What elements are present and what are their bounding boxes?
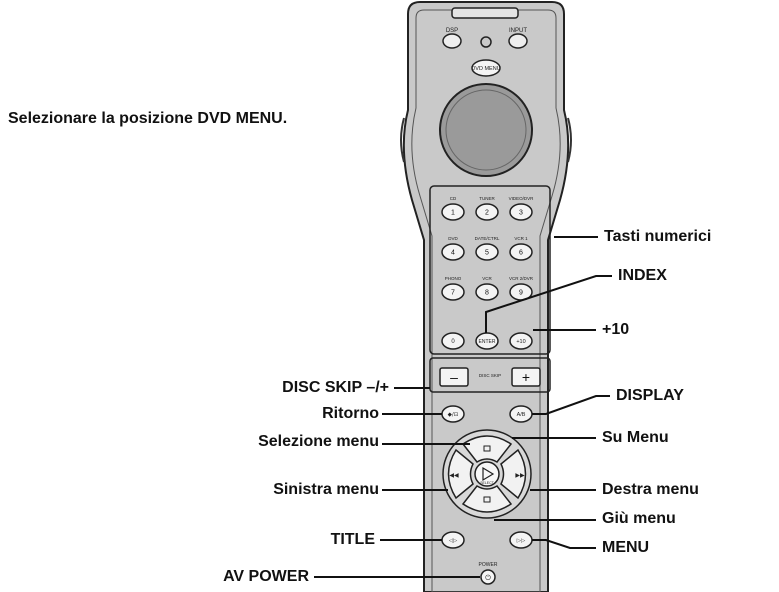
numeric-key-caption: DVD	[448, 236, 458, 241]
numeric-key-caption: DATE/CTRL	[475, 236, 500, 241]
callout-plus10: +10	[602, 321, 630, 338]
numeric-key-1[interactable]	[441, 203, 465, 221]
callout-right-menu: Destra menu	[602, 481, 699, 498]
left-menu-button[interactable]	[447, 448, 474, 500]
down-menu-button[interactable]	[461, 485, 513, 513]
callout-down-menu: Giù menu	[602, 510, 676, 527]
numeric-key-label: 5	[485, 250, 489, 257]
numeric-key-6[interactable]	[509, 243, 533, 261]
numeric-key-caption: VCR	[482, 276, 492, 281]
callout-menu: MENU	[602, 539, 650, 556]
title-key-label: ◁▷	[449, 538, 458, 544]
select-label: SELECT	[480, 481, 494, 485]
dsp-button[interactable]	[442, 33, 462, 49]
return-key-label: ◆/⊡	[448, 412, 459, 418]
navigation-pad: SELECT ◀◀ ▶▶	[442, 429, 532, 519]
numeric-keypad-panel	[429, 185, 551, 355]
right-menu-button[interactable]	[500, 448, 527, 500]
numeric-key-caption: VCR 2/DVR	[509, 276, 534, 281]
power-label: POWER	[479, 562, 498, 568]
display-key-label: A/B	[517, 412, 526, 418]
up-menu-button[interactable]	[461, 435, 513, 463]
zero-key[interactable]	[441, 332, 465, 350]
numeric-key-8[interactable]	[475, 283, 499, 301]
numeric-key-caption: CD	[450, 196, 457, 201]
leader-lines	[314, 236, 612, 578]
numeric-key-2[interactable]	[475, 203, 499, 221]
disc-skip-minus-button[interactable]	[439, 367, 469, 387]
enter-key-label: ENTER	[479, 339, 496, 345]
disc-skip-plus-button[interactable]	[511, 367, 541, 387]
disc-skip-panel	[429, 357, 551, 393]
numeric-key-3[interactable]	[509, 203, 533, 221]
av-power-button[interactable]	[480, 569, 496, 585]
down-icon	[483, 496, 491, 503]
callout-left-menu: Sinistra menu	[273, 481, 379, 498]
leader-display	[532, 395, 610, 415]
numeric-key-label: 9	[519, 290, 523, 297]
numeric-key-caption: VCR 1	[514, 236, 528, 241]
plus10-key[interactable]	[509, 332, 533, 350]
leader-index	[485, 275, 612, 333]
setup-icon[interactable]	[480, 36, 492, 48]
instruction-text: Selezionare la posizione DVD MENU.	[8, 110, 288, 127]
numeric-key-label: 4	[451, 250, 455, 257]
dsp-label: DSP	[446, 28, 458, 34]
numeric-key-label: 8	[485, 290, 489, 297]
dvd-menu-label: DVD MENU	[471, 66, 500, 72]
jog-dial[interactable]	[439, 83, 533, 177]
disc-skip-label: DISC SKIP	[479, 373, 501, 378]
menu-key-label: ▷▷	[517, 538, 526, 544]
plus10-key-label: +10	[516, 339, 525, 345]
disc-skip-plus-label: +	[522, 369, 530, 385]
numeric-key-label: 6	[519, 250, 523, 257]
numeric-key-caption: PHONO	[445, 276, 462, 281]
play-icon	[482, 466, 495, 482]
numeric-key-5[interactable]	[475, 243, 499, 261]
remote-control: DSP INPUT DVD MENU CD 1 TUNER 2 VIDEO/DVR 3DV…	[400, 1, 572, 592]
keypad-bottom-row: 0 ENTER +10	[441, 332, 533, 350]
callout-return: Ritorno	[322, 405, 379, 422]
callout-select-menu: Selezione menu	[258, 433, 379, 450]
numeric-key-label: 3	[519, 210, 523, 217]
numeric-key-label: 7	[451, 290, 455, 297]
disc-skip-minus-label: –	[450, 369, 458, 385]
dvd-menu-button[interactable]	[471, 59, 501, 77]
ir-window	[451, 7, 519, 19]
callout-disc-skip: DISC SKIP –/+	[282, 379, 389, 396]
zero-key-label: 0	[451, 339, 455, 345]
callout-title: TITLE	[330, 531, 375, 548]
input-label: INPUT	[509, 28, 527, 34]
callout-index: INDEX	[618, 267, 667, 284]
leader-menu	[532, 539, 596, 549]
numeric-key-label: 1	[451, 210, 455, 217]
numeric-key-label: 2	[485, 210, 489, 217]
power-icon: ⏻	[485, 574, 491, 582]
up-icon	[483, 445, 491, 452]
callout-up-menu: Su Menu	[602, 429, 669, 446]
numeric-key-caption: VIDEO/DVR	[509, 196, 535, 201]
fast-forward-icon: ▶▶	[515, 472, 525, 479]
numeric-key-4[interactable]	[441, 243, 465, 261]
select-button[interactable]	[474, 461, 500, 487]
numeric-key-7[interactable]	[441, 283, 465, 301]
rewind-icon: ◀◀	[449, 472, 459, 479]
callout-display: DISPLAY	[616, 387, 684, 404]
callout-numeric-keys: Tasti numerici	[604, 228, 712, 245]
numeric-key-caption: TUNER	[479, 196, 495, 201]
callout-av-power: AV POWER	[223, 568, 309, 585]
input-button[interactable]	[508, 33, 528, 49]
